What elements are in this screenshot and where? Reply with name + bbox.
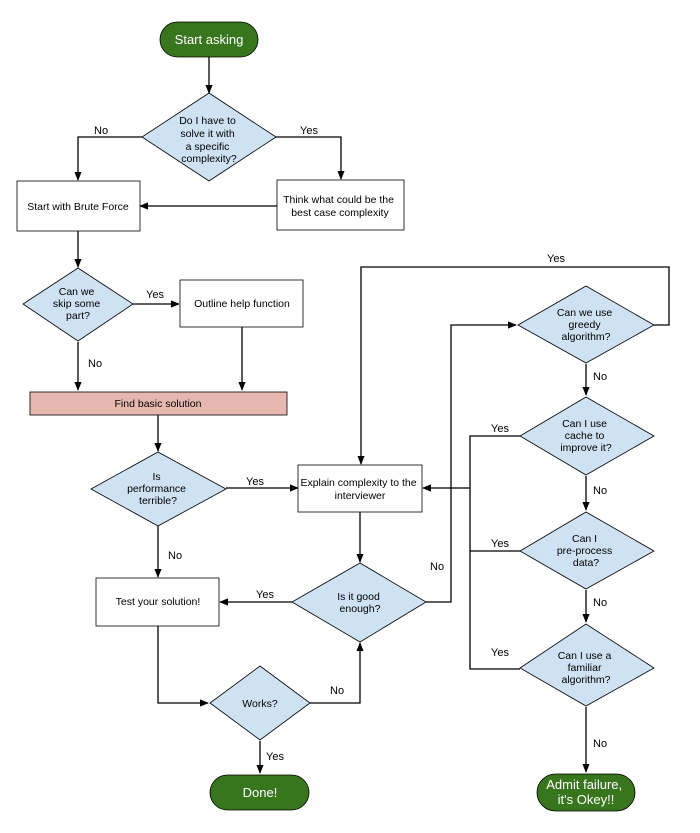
edge-familiar-yes [469,551,520,670]
svg-text:Explain complexity to the: Explain complexity to the interviewer [300,477,419,502]
complexity-question: Do I have to solve it with a specific co… [141,92,277,182]
performance-question-line: Is [152,471,160,483]
label-complexity-no: No [94,125,108,137]
familiar-question-line: Can I use a [558,650,612,662]
label-good-no: No [430,561,444,573]
skip-question-line: part? [66,310,90,322]
svg-text:Can we use greedy: Can we use greedy algorithm? [557,307,615,343]
label-works-no: No [330,685,344,697]
edge-complexity-no [74,136,142,181]
familiar-question-line: algorithm? [561,674,610,686]
done-node: Done! [209,774,310,811]
greedy-question: Can we use greedy algorithm? [517,285,655,364]
brute-force-box: Start with Brute Force [16,180,141,232]
label-skip-yes: Yes [146,289,164,301]
preprocess-question: Can I pre-process data? [519,511,655,590]
svg-text:Think what could be the: Think what could be the best case comple… [283,194,397,219]
find-basic-label: Find basic solution [115,398,202,410]
svg-text:Is performance: Is performance terrible? [127,471,189,507]
skip-question-line: Can we [59,286,95,298]
familiar-question: Can I use a familiar algorithm? [519,623,655,707]
best-case-line: Think what could be the [283,194,394,206]
label-greedy-yes: Yes [547,253,565,265]
edge-test-to-works [157,626,209,707]
start-node: Start asking [159,21,259,58]
label-good-yes: Yes [256,589,274,601]
label-cache-no: No [593,485,607,497]
complexity-question-line: solve it with [180,128,234,140]
greedy-question-line: Can we use [557,307,613,319]
preprocess-question-line: data? [573,557,599,569]
greedy-question-line: greedy [568,319,601,331]
complexity-question-line: Do I have to [179,115,236,127]
admit-failure-line: it's Okey!! [558,792,615,807]
explain-box: Explain complexity to the interviewer [297,464,423,513]
edge-labels: No Yes Yes No Yes No Yes No No Yes Yes N… [88,125,607,763]
label-preprocess-yes: Yes [491,538,509,550]
outline-label: Outline help function [194,298,290,310]
svg-text:Is it good enough?: Is it good enough? [337,591,383,615]
admit-failure-node: Admit failure, it's Okey!! [536,773,636,812]
preprocess-question-line: Can I [572,533,597,545]
performance-question-line: terrible? [139,495,177,507]
best-case-box: Think what could be the best case comple… [276,179,405,231]
cache-question-line: Can I use [562,418,607,430]
cache-question: Can I use cache to improve it? [519,396,655,476]
edge-works-no [310,642,364,704]
svg-text:Can we skip some: Can we skip some part? [53,286,103,322]
find-basic-box: Find basic solution [29,391,288,416]
label-familiar-no: No [593,738,607,750]
outline-box: Outline help function [179,279,304,328]
svg-text:Can I use cache to: Can I use cache to improve it? [560,418,612,454]
edges [74,57,670,774]
familiar-question-line: familiar [568,662,602,674]
svg-text:Do I have to solve it: Do I have to solve it with a specific co… [179,115,239,165]
performance-question: Is performance terrible? [90,451,227,527]
good-enough-line: Is it good [337,591,380,603]
brute-force-label: Start with Brute Force [27,201,129,213]
label-works-yes: Yes [266,751,284,763]
admit-failure-line: Admit failure, [546,777,622,792]
cache-question-line: cache to [565,430,605,442]
label-complexity-yes: Yes [300,125,318,137]
test-box: Test your solution! [95,577,220,627]
edge-greedy-yes [357,266,670,465]
test-label: Test your solution! [116,596,201,608]
edge-complexity-yes [276,136,345,180]
label-greedy-no: No [593,371,607,383]
best-case-line: best case complexity [291,207,389,219]
label-preprocess-no: No [593,597,607,609]
edge-cache-yes [469,435,520,488]
label-perf-no: No [168,550,182,562]
label-skip-no: No [88,358,102,370]
good-enough-line: enough? [340,603,381,615]
label-perf-yes: Yes [246,476,264,488]
explain-line: Explain complexity to the [300,477,416,489]
skip-question-line: skip some [53,298,100,310]
works-label: Works? [242,698,278,710]
svg-text:Admit failure, it's Ok: Admit failure, it's Okey!! [546,777,626,807]
svg-text:Can I use a familiar: Can I use a familiar algorithm? [558,650,615,686]
label-familiar-yes: Yes [491,647,509,659]
performance-question-line: performance [127,483,186,495]
cache-question-line: improve it? [560,442,612,454]
complexity-question-line: a specific [186,141,230,153]
done-label: Done! [243,785,278,800]
skip-question: Can we skip some part? [22,267,134,342]
svg-text:Can I pre-process: Can I pre-process data? [557,533,615,569]
explain-line: interviewer [335,490,386,502]
nodes: Start asking Do I have to solve it with … [16,21,655,812]
start-label: Start asking [175,32,244,47]
good-enough-question: Is it good enough? [291,562,427,643]
works-question: Works? [209,665,311,741]
label-cache-yes: Yes [491,423,509,435]
greedy-question-line: algorithm? [561,331,610,343]
complexity-question-line: complexity? [181,153,237,165]
preprocess-question-line: pre-process [557,545,612,557]
edge-good-no [426,321,517,603]
